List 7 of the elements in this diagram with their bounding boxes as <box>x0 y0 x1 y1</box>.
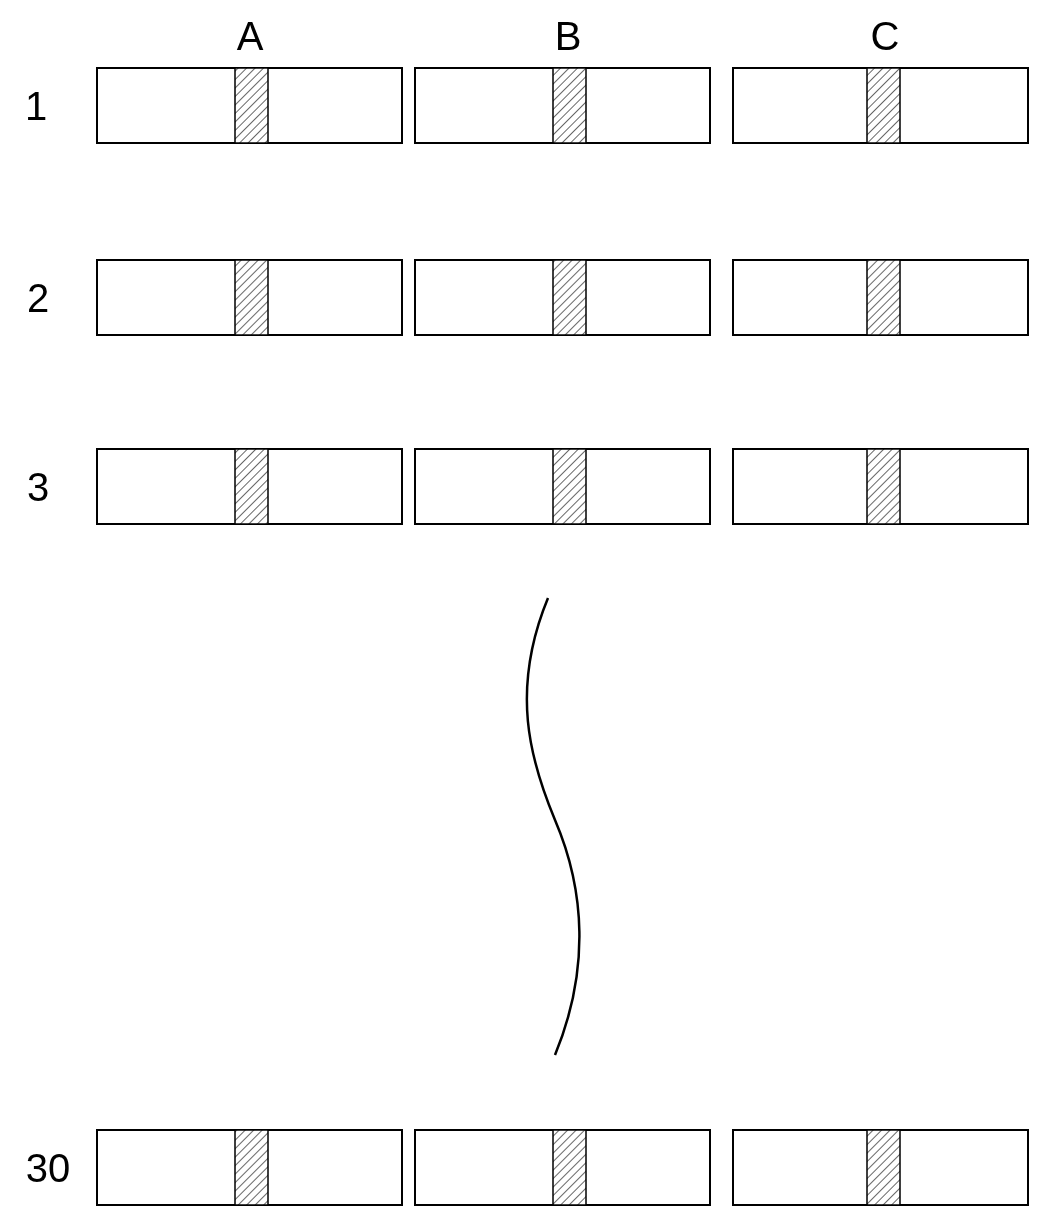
grid-label: C <box>870 16 900 56</box>
grid-label: 30 <box>25 1148 71 1188</box>
grid-label: 3 <box>26 467 50 507</box>
grid-label: 2 <box>26 278 50 318</box>
grid-label: A <box>236 16 264 56</box>
grid-label: B <box>554 16 582 56</box>
grid-label: 1 <box>24 86 48 126</box>
